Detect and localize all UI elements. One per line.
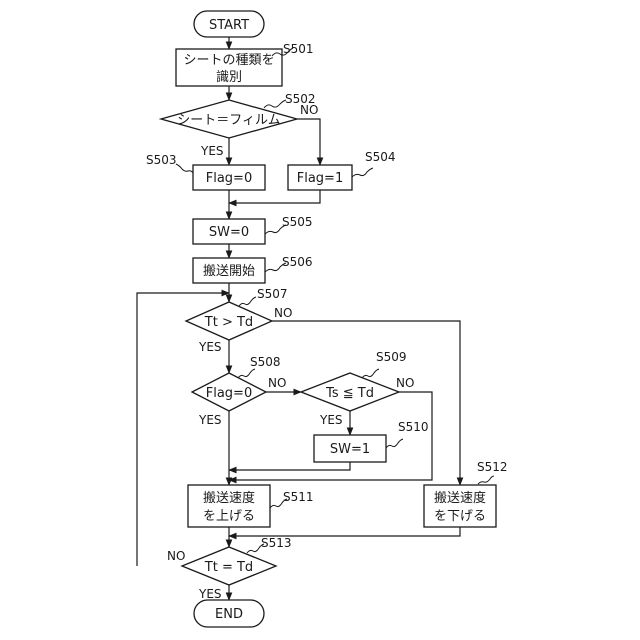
s503-label: S503	[146, 153, 177, 167]
s511-text-line1: 搬送速度	[203, 490, 255, 506]
node-s511: 搬送速度 を上げる	[188, 485, 270, 527]
s501-label: S501	[283, 42, 314, 56]
s508-yes-label: YES	[198, 413, 222, 427]
node-start: START	[194, 11, 264, 37]
node-s505: SW=0	[193, 219, 265, 244]
s507-no-label: NO	[274, 306, 292, 320]
s508-leader	[238, 369, 255, 378]
s506-label: S506	[282, 255, 313, 269]
arrow-s504-merge	[229, 190, 320, 203]
s511-text-line2: を上げる	[203, 509, 255, 524]
s508-label: S508	[250, 355, 281, 369]
s507-yes-label: YES	[198, 340, 222, 354]
arrow-s502-no	[297, 119, 320, 165]
s510-text: SW=1	[330, 442, 370, 457]
node-s503: Flag=0	[193, 165, 265, 190]
node-s504: Flag=1	[288, 165, 352, 190]
s501-text-line1: シートの種類を	[183, 52, 274, 68]
node-s506: 搬送開始	[193, 258, 265, 283]
s507-label: S507	[257, 287, 288, 301]
arrow-s510-merge	[229, 462, 350, 470]
end-text: END	[215, 607, 243, 622]
s513-text: Tt = Td	[204, 560, 253, 575]
node-s507: Tt > Td	[186, 302, 272, 340]
s509-leader	[362, 369, 379, 378]
s509-yes-label: YES	[319, 413, 343, 427]
s513-yes-label: YES	[198, 587, 222, 601]
start-text: START	[209, 18, 249, 33]
s505-text: SW=0	[209, 225, 249, 240]
s509-label: S509	[376, 350, 407, 364]
s508-text: Flag=0	[206, 386, 252, 401]
node-s510: SW=1	[314, 435, 386, 462]
node-end: END	[194, 600, 264, 627]
s509-no-label: NO	[396, 376, 414, 390]
s510-label: S510	[398, 420, 429, 434]
s504-leader	[352, 168, 373, 177]
s502-leader	[264, 100, 286, 108]
s512-text-line1: 搬送速度	[434, 490, 486, 506]
node-s512: 搬送速度 を下げる	[424, 485, 496, 527]
node-s513: Tt = Td	[182, 547, 276, 585]
node-s502: シート＝フィルム	[161, 100, 297, 138]
s512-text-line2: を下げる	[434, 509, 486, 524]
s513-no-label: NO	[167, 549, 185, 563]
s503-leader	[176, 164, 193, 173]
s509-text: Ts ≦ Td	[325, 386, 374, 401]
s502-label: S502	[285, 92, 316, 106]
s507-leader	[239, 297, 256, 306]
node-s508: Flag=0	[192, 373, 266, 411]
s504-label: S504	[365, 150, 396, 164]
s512-leader	[478, 476, 494, 484]
node-s501: シートの種類を 識別	[176, 49, 282, 86]
s505-label: S505	[282, 215, 313, 229]
node-s509: Ts ≦ Td	[301, 373, 399, 411]
arrow-s512-merge	[229, 527, 460, 536]
s501-text-line2: 識別	[216, 70, 242, 85]
s502-yes-label: YES	[200, 144, 224, 158]
s507-text: Tt > Td	[204, 315, 253, 330]
s502-text: シート＝フィルム	[177, 113, 280, 128]
s504-text: Flag=1	[297, 171, 343, 186]
s513-label: S513	[261, 536, 292, 550]
s508-no-label: NO	[268, 376, 286, 390]
s510-leader	[386, 439, 403, 448]
s512-label: S512	[477, 460, 508, 474]
s506-text: 搬送開始	[203, 264, 255, 279]
s511-label: S511	[283, 490, 314, 504]
s503-text: Flag=0	[206, 171, 252, 186]
